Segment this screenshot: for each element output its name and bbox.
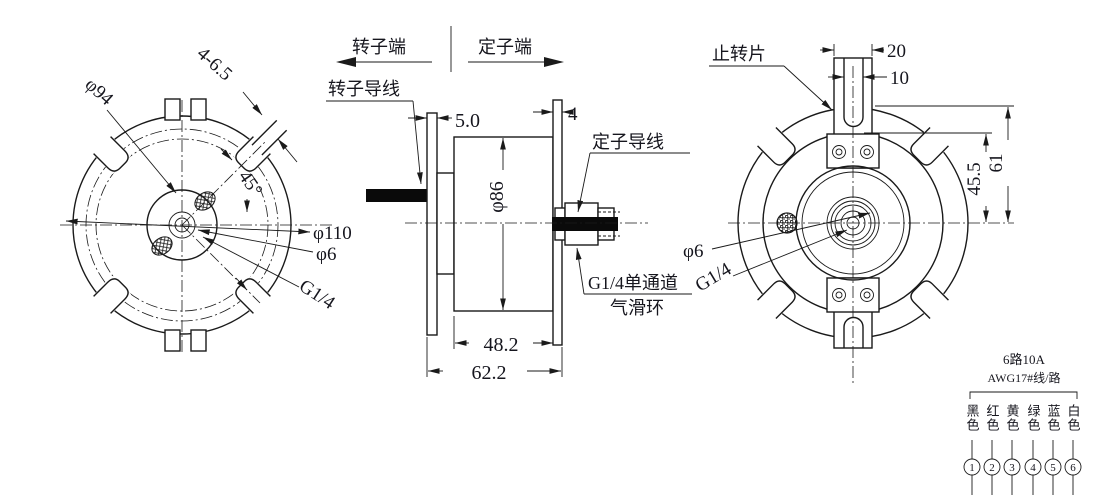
left-wire-bundle-2 [151,236,173,256]
rotor-flange [426,112,438,336]
air-channel-leader [575,247,585,295]
circuit-number: 4 [1030,462,1036,474]
circuit-number: 5 [1050,462,1056,474]
stator-end-arrow-icon [544,57,564,67]
left-notch-se [232,275,272,315]
connector-step-top [554,207,566,219]
bottom-tab-slot-arc [843,316,864,328]
left-g14-arrow-se [235,277,248,291]
right-phi6-leader [711,212,871,250]
wire-color-label: 红色 [985,403,1000,432]
top-bolt-hole-1-inner [835,148,843,156]
stator-lead-leader [577,152,591,213]
wire-color-label: 白色 [1066,403,1081,432]
overall-length-dim: 62.2 [472,362,507,384]
circuit-number: 6 [1070,462,1076,474]
right-notch-se [907,277,950,320]
left-holes-leader-1 [242,91,263,116]
wire-table: 6路10A AWG17#线/路 黑色 1 红色 2 黄色 3 [963,352,1082,495]
body-length-dim: 48.2 [484,334,519,356]
stop-tab-slot-arc [843,116,864,128]
middle-view-side: 转子端 定子端 转子导线 5.0 4 φ [326,26,692,384]
air-channel-label-line2: 气滑环 [610,298,664,318]
body-diameter-dim: φ86 [486,181,508,213]
top-bolt-hole-1 [832,145,846,159]
circuit-number: 2 [989,462,995,474]
left-phi110-dimline [65,218,311,235]
right-view-stator-face: 止转片 20 10 45.5 61 φ6 G1/4 [683,41,1014,386]
left-bottom-lug-1 [164,329,181,352]
slot-width-dim: 10 [890,68,909,89]
stator-lead-label: 定子导线 [592,132,664,152]
rotor-end-arrow-icon [336,57,356,67]
tab-width-dim: 20 [887,41,906,62]
left-top-lug-2 [190,98,207,121]
wire-column-blue: 蓝色 5 [1044,404,1062,495]
right-phi6-dim: φ6 [683,241,703,262]
left-view-rotor-face: φ94 4-6.5 45° φ110 φ6 G1/4 [60,43,352,352]
left-mount-hole-tube [251,119,288,156]
left-phi6-dim: φ6 [316,244,336,265]
left-g14-leader [202,236,300,288]
wire-color-label: 黄色 [1005,404,1020,432]
rotor-lead-label: 转子导线 [328,79,400,99]
wire-table-bracket [969,391,1078,399]
slip-ring-body [453,136,554,312]
wire-spec-line2: AWG17#线/路 [987,370,1060,385]
connector-step-bottom [554,229,566,241]
left-phi94-dim: φ94 [81,74,118,110]
left-holes-leader-2 [277,138,298,163]
wire-column-green: 绿色 4 [1024,404,1042,495]
rotor-lead-leader [412,100,423,185]
left-angle-arrow-1 [220,148,233,161]
air-channel-label-line1: G1/4单通道 [588,273,678,293]
wire-column-white: 白色 6 [1064,403,1082,495]
left-phi6-leader [197,229,314,253]
left-top-lug-1 [164,98,181,121]
bottom-bolt-hole-2 [860,288,874,302]
left-bottom-lug-2 [190,329,207,352]
stop-tab-leader [783,65,833,111]
right-g14-leader [732,229,848,277]
right-notch-ne [907,126,950,169]
left-phi110-dim: φ110 [313,223,352,244]
rotor-hub [436,172,455,275]
top-bolt-hole-2-inner [863,148,871,156]
stop-tab-label: 止转片 [712,44,766,64]
right-notch-nw [756,126,799,169]
stator-end-label: 定子端 [478,37,532,57]
wire-column-red: 红色 2 [983,403,1001,495]
rotor-end-label: 转子端 [352,37,406,57]
left-phi94-leader [106,109,177,194]
rotor-flange-thickness-dim: 5.0 [455,110,480,132]
rotor-lead-wire [366,189,430,202]
right-g14-dim: G1/4 [692,258,736,296]
top-bolt-hole-2 [860,145,874,159]
wire-color-label: 绿色 [1026,404,1041,432]
left-notch-nw [92,135,132,175]
wire-column-yellow: 黄色 3 [1003,404,1021,495]
slot-depth-dim: 45.5 [964,162,985,195]
right-notch-sw [756,277,799,320]
wire-color-label: 蓝色 [1046,404,1061,432]
circuit-number: 3 [1009,462,1015,474]
wire-color-label: 黑色 [965,404,980,432]
left-g14-dim: G1/4 [295,276,339,315]
bottom-bolt-hole-2-inner [863,291,871,299]
wire-column-black: 黑色 1 [963,404,981,495]
stator-lead-wire [552,217,618,231]
bottom-bolt-hole-1-inner [835,291,843,299]
circuit-number: 1 [969,462,975,474]
bottom-bolt-hole-1 [832,288,846,302]
stator-flange-thickness-dim: 4 [568,104,578,125]
left-mount-holes-dim: 4-6.5 [193,43,236,85]
wire-spec-line1: 6路10A [1003,352,1046,367]
tab-height-dim: 61 [986,154,1007,173]
left-notch-sw [92,275,132,315]
